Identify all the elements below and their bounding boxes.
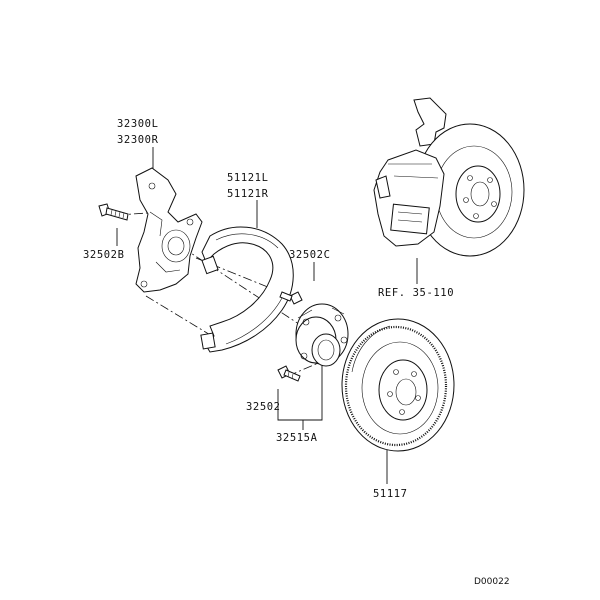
label-hub-assy: 32515A [276,432,318,444]
brake-rotor [341,318,455,452]
label-knuckle-l: 32300L [117,118,159,130]
hub-assembly [295,303,349,367]
label-ref: REF. 35-110 [378,287,454,299]
label-bolt-c: 32502C [289,249,331,261]
label-bolt-b: 32502B [83,249,125,261]
steering-knuckle [135,167,203,293]
bolt-32502c [279,291,303,305]
label-shield-l: 51121L [227,172,269,184]
bolt-32502b [98,203,129,221]
diagram-code: D00022 [474,577,510,587]
bolt-32502 [277,365,301,382]
dust-shield [200,226,294,353]
label-shield-r: 51121R [227,188,269,200]
label-hub-bolt: 32502 [246,401,281,413]
label-rotor: 51117 [373,488,408,500]
brake-assembly-ref [373,97,525,257]
label-knuckle-r: 32300R [117,134,159,146]
